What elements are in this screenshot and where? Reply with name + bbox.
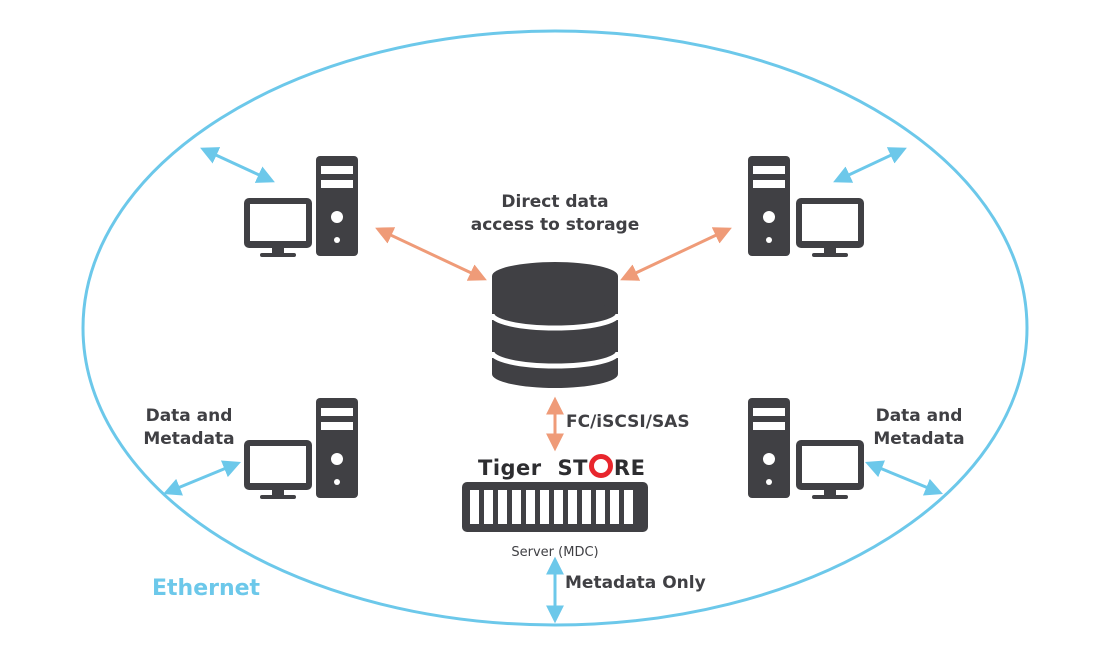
brand-re: RE [613,456,646,480]
workstation-bottom-right [748,398,864,499]
ethernet-arrow-top-left [200,147,275,183]
data-metadata-left-line2: Metadata [143,429,235,449]
server-label: Server (MDC) [511,545,599,560]
ethernet-label: Ethernet [152,576,261,601]
ethernet-network-ellipse [81,29,1029,627]
tiger-store-logo: Tiger ST RE [478,454,645,480]
data-metadata-right-line2: Metadata [873,429,965,449]
store-o-ring-icon [588,454,613,478]
server-rack-icon [462,482,648,532]
workstation-top-left [244,156,358,257]
protocol-label: FC/iSCSI/SAS [566,412,690,432]
brand-prefix: Tiger [478,456,542,480]
workstation-top-right [748,156,864,257]
data-metadata-left-label: Data and Metadata [134,405,244,451]
ethernet-arrow-bottom-left [163,460,241,496]
database-icon [489,262,621,388]
direct-access-arrow-left [375,227,487,281]
direct-access-arrow-right [620,227,732,281]
brand-st: ST [557,456,588,480]
direct-access-label: Direct data access to storage [455,191,655,237]
data-metadata-right-label: Data and Metadata [864,405,974,451]
direct-access-line2: access to storage [470,215,640,235]
ethernet-arrow-top-right [833,147,907,183]
direct-access-line1: Direct data [501,192,609,212]
metadata-only-label: Metadata Only [565,573,706,593]
ethernet-arrow-bottom-right [865,460,943,496]
workstation-bottom-left [244,398,358,499]
data-metadata-right-line1: Data and [875,406,963,426]
data-metadata-left-line1: Data and [145,406,233,426]
